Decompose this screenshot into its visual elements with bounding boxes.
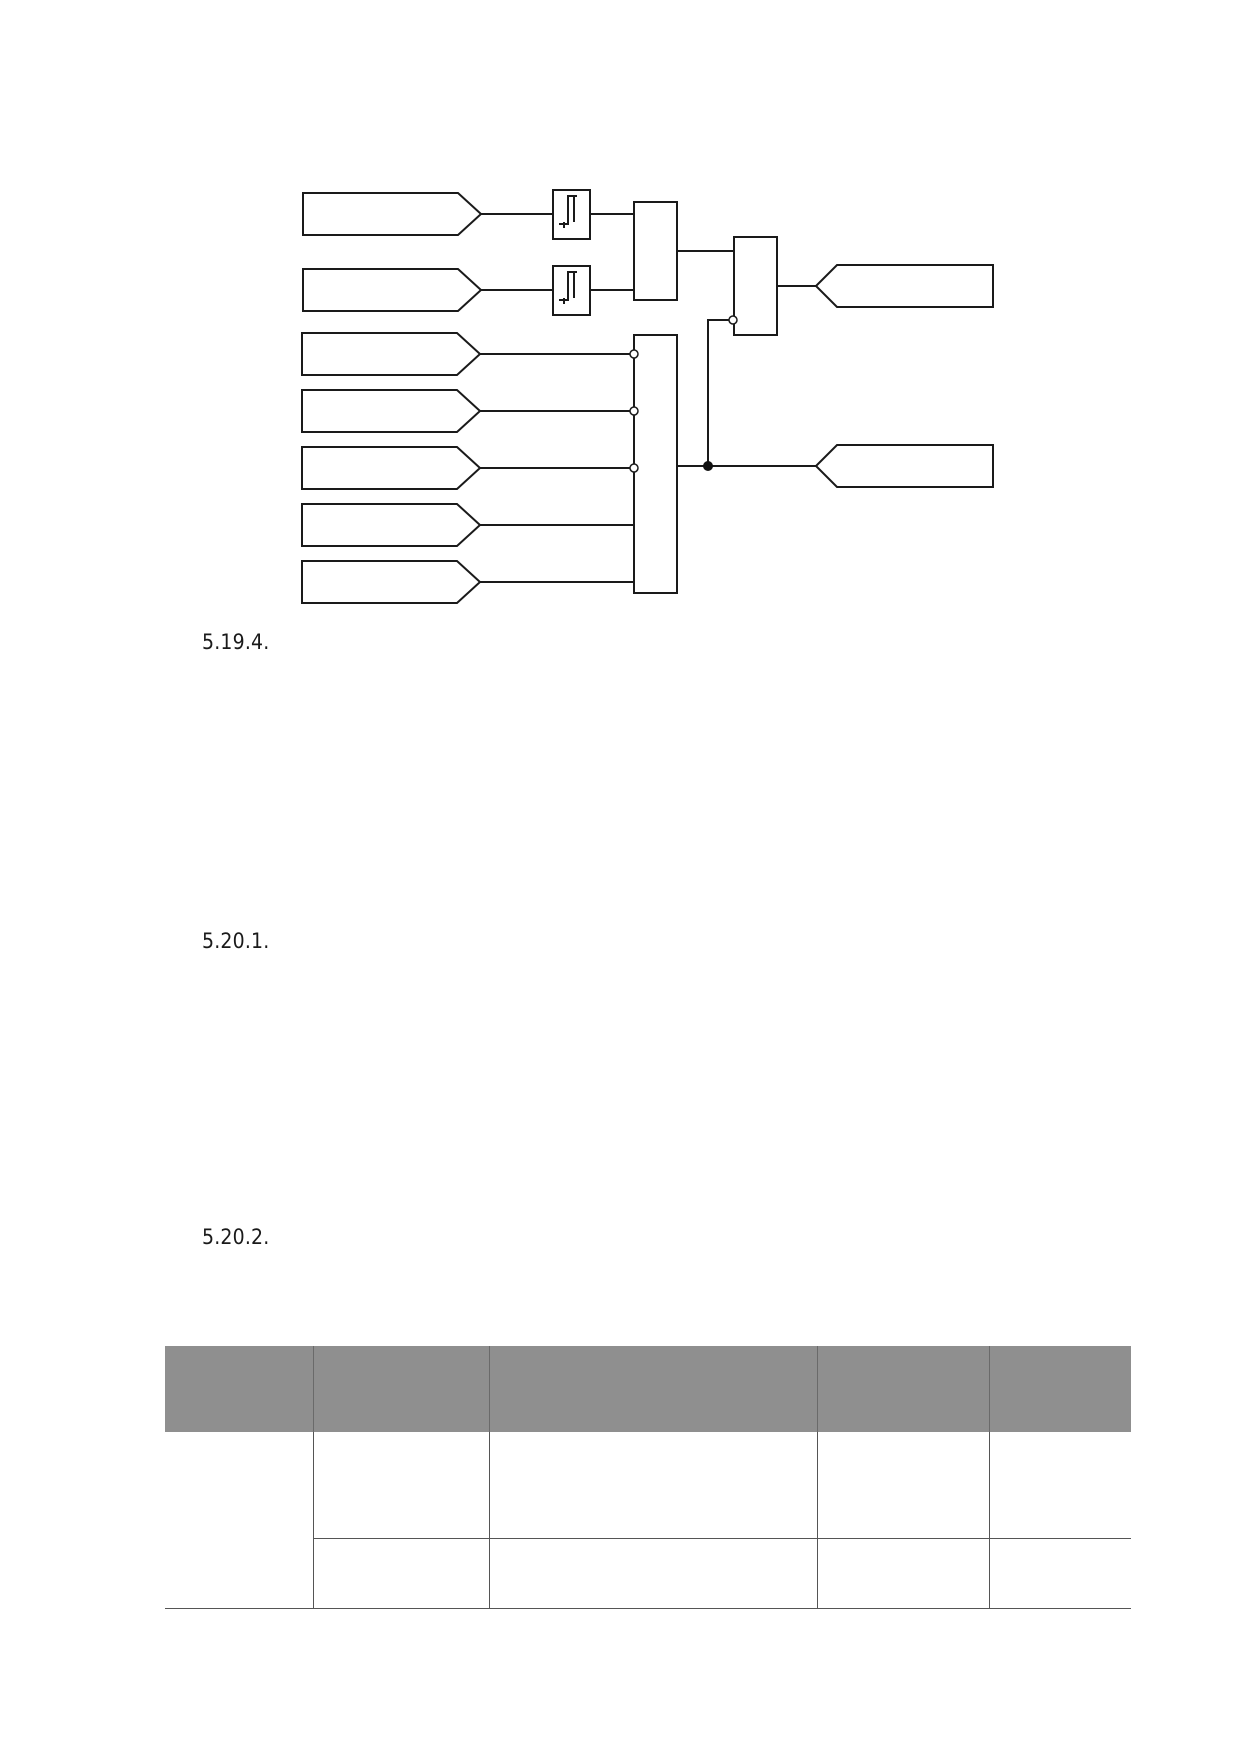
input-tag-6 <box>301 503 482 547</box>
input-tag-4 <box>301 389 482 433</box>
section-number: 5.19.4. <box>202 630 270 654</box>
input-tag-5 <box>301 446 482 490</box>
signal-wires <box>480 213 816 583</box>
input-tag-1 <box>302 192 483 236</box>
or-gate <box>633 334 678 594</box>
table-cell <box>488 1538 818 1609</box>
hysteresis-block-2 <box>552 265 591 316</box>
table-row <box>165 1538 1131 1609</box>
logic-diagram <box>301 189 994 604</box>
table-header-cell <box>816 1346 990 1432</box>
table-cell <box>312 1432 490 1539</box>
table-header-cell <box>488 1346 818 1432</box>
table-cell <box>488 1432 818 1539</box>
output-tag-1 <box>814 264 994 308</box>
section-number: 5.20.1. <box>202 929 270 953</box>
inverted-input-marker <box>629 349 639 359</box>
inverted-input-marker <box>629 406 639 416</box>
table-header-cell <box>165 1346 314 1432</box>
table-header-cell <box>312 1346 490 1432</box>
output-tag-2 <box>814 444 994 488</box>
table-cell <box>312 1538 490 1609</box>
table-row <box>165 1432 1131 1609</box>
table-cell <box>816 1432 990 1539</box>
table-header-cell <box>988 1346 1131 1432</box>
section-number: 5.20.2. <box>202 1225 270 1249</box>
parameter-table <box>165 1346 1131 1609</box>
inverted-input-marker <box>629 463 639 473</box>
inverted-input-marker <box>728 315 738 325</box>
table-cell <box>988 1538 1131 1609</box>
hysteresis-block-1 <box>552 189 591 240</box>
and-gate-1 <box>633 201 678 301</box>
table-header-row <box>165 1346 1131 1432</box>
and-gate-2 <box>733 236 778 336</box>
input-tag-3 <box>301 332 482 376</box>
junction-dot <box>703 461 713 471</box>
input-tag-2 <box>302 268 483 312</box>
table-cell <box>165 1432 314 1609</box>
input-tag-7 <box>301 560 482 604</box>
table-cell <box>988 1432 1131 1539</box>
table-cell <box>816 1538 990 1609</box>
